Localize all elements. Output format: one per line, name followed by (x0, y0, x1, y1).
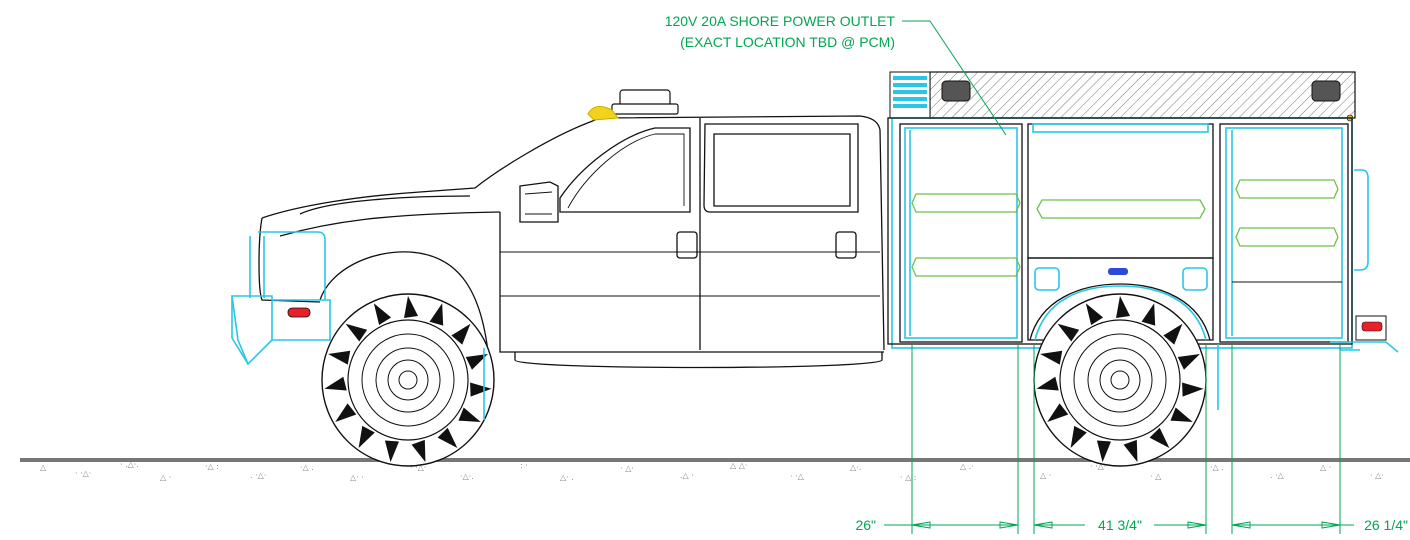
dimension-lines (884, 345, 1354, 534)
svg-text:· .△·.: · .△·. (120, 460, 139, 469)
svg-text:·△·.: ·△·. (460, 472, 474, 481)
svg-text:· △·: · △· (620, 464, 634, 473)
brush-guard (231, 231, 331, 366)
svg-text:△· .: △· . (560, 473, 574, 482)
svg-text:△ △·: △ △· (730, 461, 747, 470)
ground: △ · ·△· · .△·. △ · ·△ : . ·△· ·△ . △· · · ·△ · … (20, 458, 1410, 482)
svg-text:· △ :: · △ : (900, 473, 916, 482)
dim-wheel-well: 41 3/4" (1098, 517, 1142, 533)
svg-text:. ·△·: . ·△· (250, 471, 266, 480)
svg-text:△ .·: △ .· (960, 462, 974, 471)
svg-text:· △·: · △· (1370, 471, 1384, 480)
svg-text:·△ .: ·△ . (1210, 463, 1224, 472)
svg-text:△ ·: △ · (1320, 463, 1331, 472)
svg-text:△ ·: △ · (1040, 471, 1051, 480)
dim-left-compartment: 26" (855, 517, 876, 533)
svg-text:· ·△: · ·△ (790, 472, 805, 481)
dim-right-compartment: 26 1/4" (1364, 517, 1408, 533)
utility-body (887, 71, 1399, 353)
wheel-well-arch (1034, 285, 1207, 341)
svg-text:· △: · △ (1150, 472, 1162, 481)
svg-text:. ·△: . ·△ (1270, 471, 1285, 480)
svg-text:·△ .: ·△ . (300, 463, 314, 472)
callout-line-1: 120V 20A SHORE POWER OUTLET (665, 13, 896, 29)
rear-wheel (1033, 293, 1207, 467)
svg-text:△: △ (40, 463, 47, 472)
svg-text:△·.: △·. (850, 463, 861, 472)
svg-text:· ·△·: · ·△· (410, 463, 426, 472)
svg-text:· ·△·: · ·△· (75, 469, 91, 478)
front-wheel (321, 293, 495, 467)
callout-line-2: (EXACT LOCATION TBD @ PCM) (680, 34, 895, 50)
svg-text:△ ·: △ · (160, 473, 171, 482)
svg-text:: ·: : · (520, 461, 528, 470)
svg-text:·△ :: ·△ : (205, 462, 219, 471)
callout-leader-diagonal (929, 20, 1007, 136)
svg-text:.△ ·: .△ · (680, 471, 694, 480)
svg-text:△· ·: △· · (350, 473, 364, 482)
truck-cab (258, 89, 885, 369)
svg-text:· ·△·: · ·△· (1090, 462, 1106, 471)
